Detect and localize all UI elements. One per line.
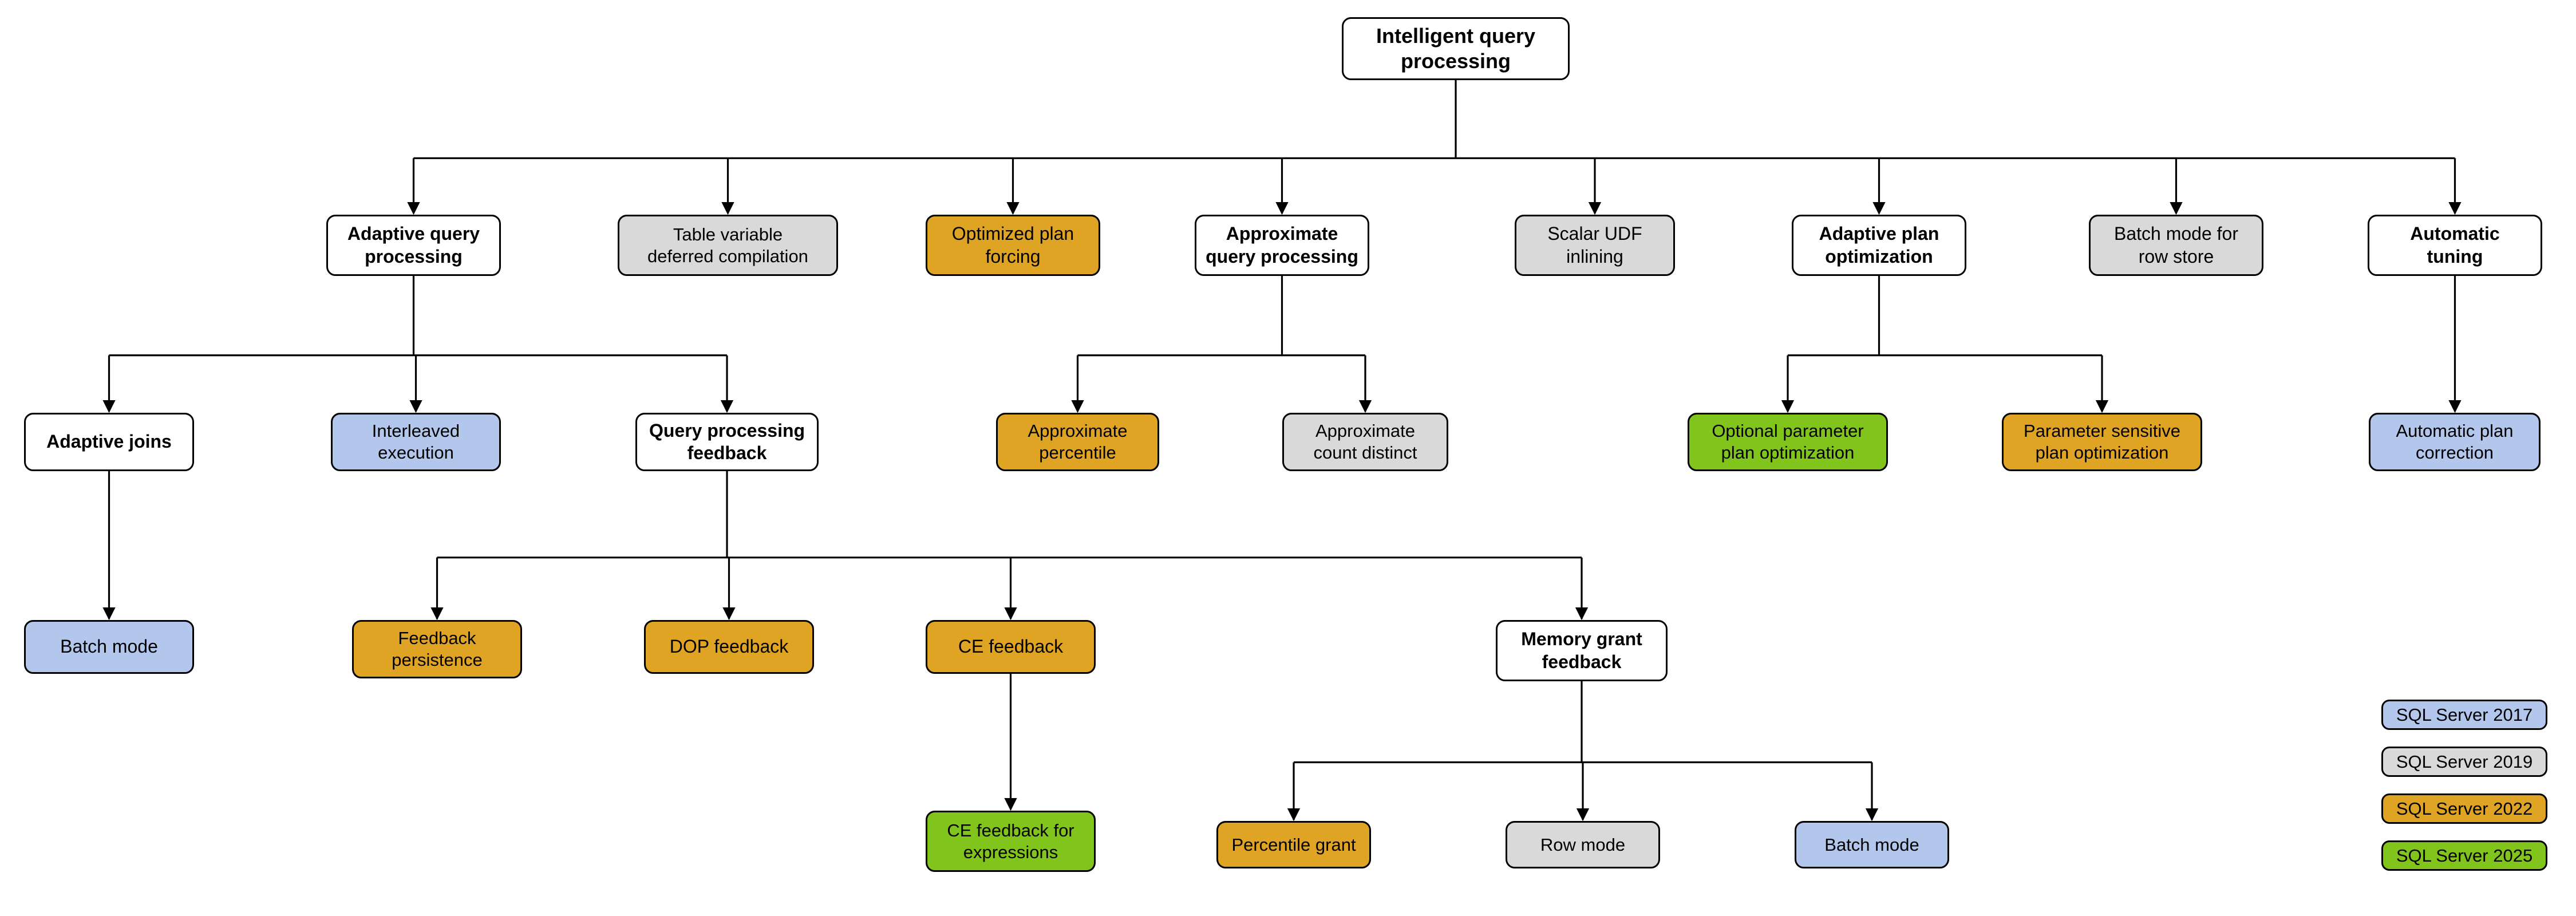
node-pspo[interactable]: Parameter sensitive plan optimization xyxy=(2002,413,2202,471)
node-ie[interactable]: Interleaved execution xyxy=(331,413,501,471)
node-dop[interactable]: DOP feedback xyxy=(644,620,814,674)
node-tvdc[interactable]: Table variable deferred compilation xyxy=(618,215,838,276)
legend-item-0[interactable]: SQL Server 2017 xyxy=(2381,700,2547,730)
node-acd[interactable]: Approximate count distinct xyxy=(1282,413,1448,471)
node-fp[interactable]: Feedback persistence xyxy=(352,620,522,678)
node-apo[interactable]: Adaptive plan optimization xyxy=(1792,215,1966,276)
legend-item-1[interactable]: SQL Server 2019 xyxy=(2381,747,2547,777)
node-rm[interactable]: Row mode xyxy=(1506,821,1660,868)
node-root[interactable]: Intelligent query processing xyxy=(1342,17,1570,80)
legend-item-2[interactable]: SQL Server 2022 xyxy=(2381,793,2547,824)
node-bm2[interactable]: Batch mode xyxy=(1795,821,1949,868)
node-ap[interactable]: Approximate percentile xyxy=(996,413,1159,471)
legend-item-3[interactable]: SQL Server 2025 xyxy=(2381,840,2547,871)
node-ce[interactable]: CE feedback xyxy=(926,620,1096,674)
node-qpf[interactable]: Query processing feedback xyxy=(635,413,819,471)
node-at[interactable]: Automatic tuning xyxy=(2368,215,2542,276)
node-apq[interactable]: Approximate query processing xyxy=(1195,215,1369,276)
node-aqp[interactable]: Adaptive query processing xyxy=(326,215,501,276)
node-bm1[interactable]: Batch mode xyxy=(24,620,194,674)
node-udf[interactable]: Scalar UDF inlining xyxy=(1515,215,1675,276)
node-apc[interactable]: Automatic plan correction xyxy=(2369,413,2541,471)
node-cefe[interactable]: CE feedback for expressions xyxy=(926,811,1096,872)
node-pg[interactable]: Percentile grant xyxy=(1216,821,1371,868)
node-oppo[interactable]: Optional parameter plan optimization xyxy=(1688,413,1888,471)
node-mgf[interactable]: Memory grant feedback xyxy=(1496,620,1668,681)
node-aj[interactable]: Adaptive joins xyxy=(24,413,194,471)
node-opf[interactable]: Optimized plan forcing xyxy=(926,215,1100,276)
node-bmrs[interactable]: Batch mode for row store xyxy=(2089,215,2263,276)
